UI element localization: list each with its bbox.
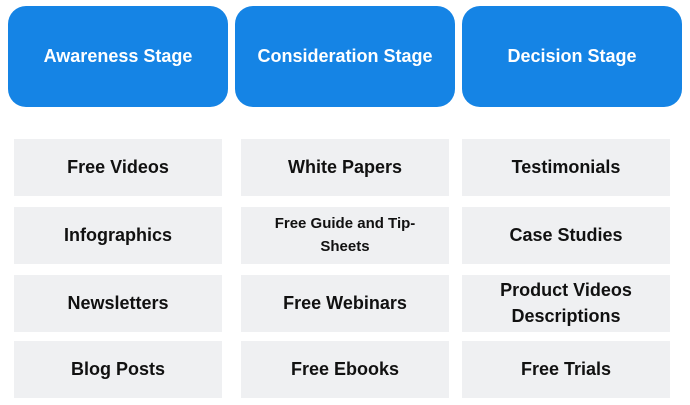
awareness-item-infographics: Infographics: [14, 207, 222, 264]
consideration-item-free-ebooks: Free Ebooks: [241, 341, 449, 398]
consideration-item-free-webinars: Free Webinars: [241, 275, 449, 332]
consideration-stage-header: Consideration Stage: [235, 6, 455, 107]
decision-item-case-studies: Case Studies: [462, 207, 670, 264]
decision-item-free-trials: Free Trials: [462, 341, 670, 398]
awareness-item-blog-posts: Blog Posts: [14, 341, 222, 398]
awareness-item-free-videos: Free Videos: [14, 139, 222, 196]
awareness-stage-header: Awareness Stage: [8, 6, 228, 107]
awareness-item-newsletters: Newsletters: [14, 275, 222, 332]
consideration-item-free-guide: Free Guide and Tip-Sheets: [241, 207, 449, 264]
decision-item-testimonials: Testimonials: [462, 139, 670, 196]
decision-item-product-videos: Product Videos Descriptions: [462, 275, 670, 332]
consideration-item-white-papers: White Papers: [241, 139, 449, 196]
decision-stage-header: Decision Stage: [462, 6, 682, 107]
